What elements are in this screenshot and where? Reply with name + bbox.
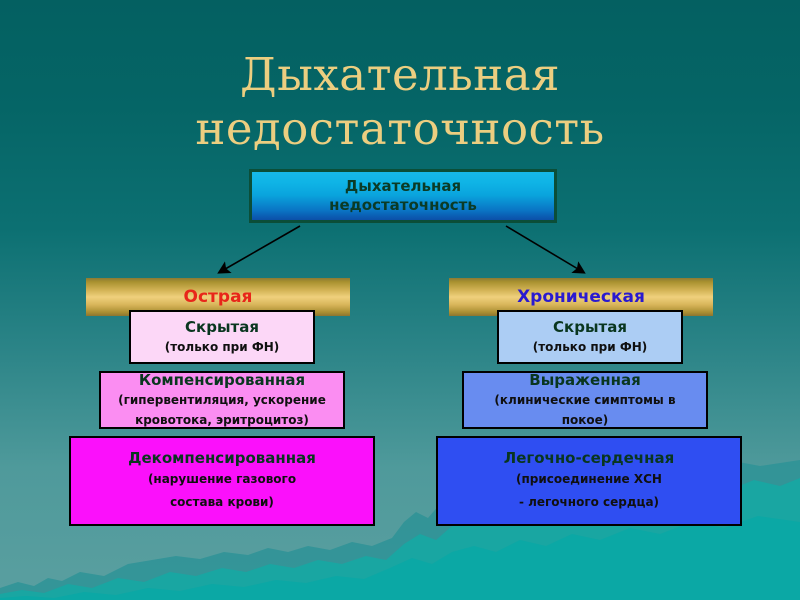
chronic-level-2-subtitle-line-1: (клинические симптомы в — [494, 392, 676, 407]
acute-level-1-subtitle-line-1: (только при ФН) — [164, 339, 280, 354]
acute-level-2-title: Компенсированная — [138, 370, 306, 389]
acute-level-2-subtitle-line-1: (гипервентиляция, ускорение — [118, 392, 326, 407]
arrow-to-acute — [217, 225, 301, 274]
branch-header-acute[interactable]: Острая — [86, 278, 350, 316]
acute-level-3-decompensated[interactable]: Декомпенсированная (нарушение газового с… — [69, 436, 375, 526]
acute-level-3-title: Декомпенсированная — [128, 448, 316, 467]
chronic-level-3-title: Легочно-сердечная — [503, 448, 675, 467]
acute-level-3-subtitle-line-2: состава крови) — [170, 494, 274, 509]
branch-header-acute-label: Острая — [183, 287, 253, 307]
chronic-level-2-manifest[interactable]: Выраженная (клинические симптомы в покое… — [462, 371, 708, 429]
root-node-line-1: Дыхательная — [344, 177, 462, 195]
chronic-level-2-subtitle-line-2: покое) — [561, 412, 609, 427]
chronic-level-3-cardiopulmonary[interactable]: Легочно-сердечная (присоединение ХСН - л… — [436, 436, 742, 526]
acute-level-2-compensated[interactable]: Компенсированная (гипервентиляция, ускор… — [99, 371, 345, 429]
page-title: Дыхательная недостаточность — [0, 48, 800, 156]
acute-level-3-subtitle-line-1: (нарушение газового — [147, 471, 297, 486]
acute-level-1-latent[interactable]: Скрытая (только при ФН) — [129, 310, 315, 364]
branch-header-chronic[interactable]: Хроническая — [449, 278, 713, 316]
chronic-level-1-latent[interactable]: Скрытая (только при ФН) — [497, 310, 683, 364]
chronic-level-1-subtitle-line-1: (только при ФН) — [532, 339, 648, 354]
acute-level-2-subtitle-line-2: кровотока, эритроцитоз) — [135, 412, 309, 427]
chronic-level-3-subtitle-line-2: - легочного сердца) — [518, 494, 660, 509]
arrow-to-chronic — [505, 225, 586, 274]
chronic-level-3-subtitle-line-1: (присоединение ХСН — [516, 471, 662, 486]
chronic-level-2-title: Выраженная — [529, 370, 641, 389]
chronic-level-1-title: Скрытая — [553, 317, 627, 336]
title-line-1: Дыхательная — [240, 48, 560, 101]
root-node-respiratory-failure[interactable]: Дыхательная недостаточность — [249, 169, 557, 223]
title-line-2: недостаточность — [195, 102, 605, 155]
root-node-line-2: недостаточность — [329, 196, 477, 214]
acute-level-1-title: Скрытая — [185, 317, 259, 336]
branch-header-chronic-label: Хроническая — [517, 287, 645, 307]
